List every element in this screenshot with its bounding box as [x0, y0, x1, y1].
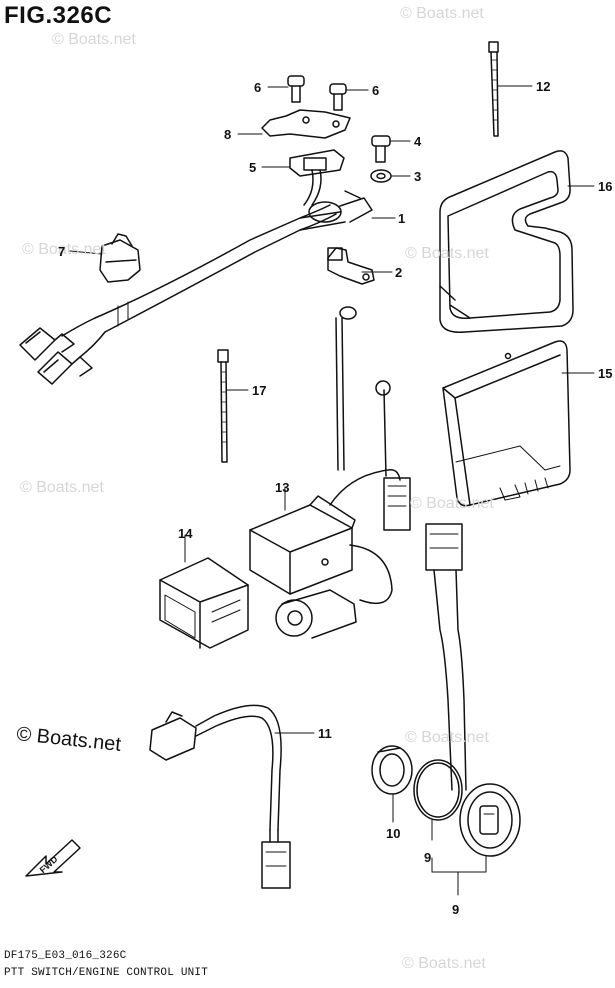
part-1-ptt-harness — [19, 169, 373, 385]
part-9-switch-housing — [459, 783, 521, 857]
part-9-harness-lead — [425, 523, 467, 791]
part-12-ptt-switch-lead — [149, 704, 291, 889]
callout-10: 9 — [424, 850, 431, 865]
part-17-rubber-cover — [439, 150, 574, 333]
part-3-washer — [370, 169, 392, 183]
callout-17: 16 — [598, 179, 612, 194]
figure-code: DF175_E03_016_326C — [4, 950, 127, 962]
watermark: © Boats.net — [402, 955, 486, 972]
callout-9: 9 — [452, 902, 459, 917]
callout-6-left: 6 — [254, 80, 261, 95]
watermark: © Boats.net — [20, 479, 104, 496]
part-5-bracket — [289, 149, 345, 177]
callout-3: 3 — [414, 169, 421, 184]
part-6-screw-left — [287, 75, 305, 103]
watermark: © Boats.net — [405, 729, 489, 746]
callout-11: 10 — [386, 826, 400, 841]
watermark: © Boats.net — [400, 5, 484, 22]
figure-title: FIG.326C — [4, 2, 113, 29]
callout-7: 7 — [58, 244, 65, 259]
part-6-screw-right — [329, 83, 347, 111]
part-14-control-module — [249, 306, 411, 639]
part-4-screw — [371, 135, 391, 163]
fwd-direction-marker — [25, 839, 81, 877]
part-8-plate — [261, 109, 351, 139]
callout-16: 15 — [598, 366, 612, 381]
callout-18: 17 — [252, 383, 266, 398]
callout-13: 12 — [536, 79, 550, 94]
part-7-clamp — [99, 233, 141, 283]
part-11-inner-ring — [371, 745, 413, 795]
callout-layer: 12 6 6 8 4 5 3 16 1 7 2 15 17 13 14 11 1… — [58, 79, 612, 917]
part-13-cable-tie — [488, 41, 499, 137]
watermark: © Boats.net — [410, 495, 494, 512]
figure-caption: PTT SWITCH/ENGINE CONTROL UNIT — [4, 967, 209, 979]
callout-1: 1 — [398, 211, 405, 226]
watermark-layer: © Boats.net © Boats.net © Boats.net © Bo… — [20, 5, 494, 972]
callout-15: 14 — [178, 526, 193, 541]
part-15-fuse-holder — [159, 557, 249, 649]
callout-5: 5 — [249, 160, 256, 175]
part-2-switch-cam — [327, 247, 375, 285]
callout-2: 2 — [395, 265, 402, 280]
leader-lines — [69, 85, 595, 896]
callout-6-right: 6 — [372, 83, 379, 98]
part-18-cable-tie — [217, 349, 229, 463]
part-16-engine-control-unit — [442, 340, 571, 507]
watermark-main: © Boats.net — [15, 723, 122, 756]
watermark: © Boats.net — [405, 245, 489, 262]
callout-8: 8 — [224, 127, 231, 142]
callout-12: 11 — [318, 726, 332, 741]
callout-14: 13 — [275, 480, 289, 495]
watermark: © Boats.net — [22, 241, 106, 258]
watermark-prominent: © Boats.net — [15, 723, 122, 756]
part-10-o-ring — [413, 759, 463, 821]
callout-4: 4 — [414, 134, 422, 149]
watermark: © Boats.net — [52, 31, 136, 48]
